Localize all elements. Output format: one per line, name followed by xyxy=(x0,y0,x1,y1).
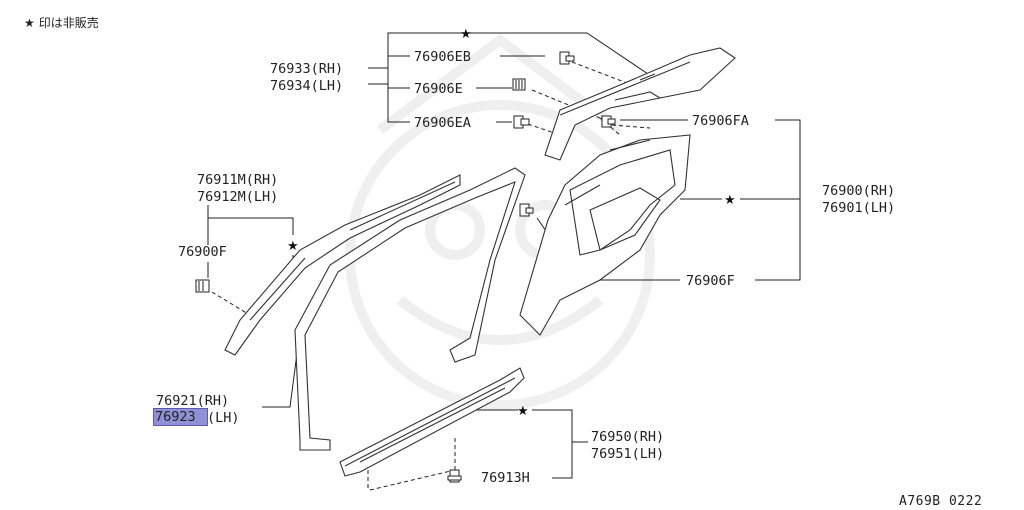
upper-rear-pillar-trim xyxy=(544,47,736,161)
clip-76913H-icon xyxy=(447,469,462,483)
legend: ★印は非販売 xyxy=(24,14,99,31)
label-76923-lh: (LH) xyxy=(207,410,240,426)
label-76906EB: 76906EB xyxy=(414,49,471,65)
label-76921: 76921(RH) xyxy=(156,393,229,409)
clip-76906FA-icon xyxy=(601,115,616,128)
leader-lines xyxy=(207,32,801,491)
highlighted-part-76923[interactable] xyxy=(153,408,208,426)
label-76901: 76901(LH) xyxy=(822,200,895,216)
clips xyxy=(195,51,616,483)
label-76912M: 76912M(LH) xyxy=(197,189,278,205)
label-76900F: 76900F xyxy=(178,244,227,260)
legend-text: 印は非販売 xyxy=(38,16,99,30)
label-76923[interactable]: 76923 xyxy=(155,409,196,425)
star-markers: ★ ★ ★ ★ xyxy=(287,27,736,419)
clip-76906EA-icon xyxy=(513,115,530,129)
diagram-code: A769B 0222 xyxy=(899,494,983,509)
clip-76900F-icon xyxy=(195,279,210,293)
star-icon: ★ xyxy=(517,404,529,419)
star-icon: ★ xyxy=(287,239,299,254)
label-76906EA: 76906EA xyxy=(414,115,471,131)
front-pillar-trim xyxy=(224,174,461,356)
label-76950: 76950(RH) xyxy=(591,429,664,445)
star-icon: ★ xyxy=(24,16,35,30)
door-weatherstrip xyxy=(294,167,526,451)
part-labels: 76933(RH) 76934(LH) 76906EB 76906E 76906… xyxy=(156,49,895,486)
clip-76906F-icon xyxy=(519,203,534,217)
label-76951: 76951(LH) xyxy=(591,446,664,462)
label-76913H: 76913H xyxy=(481,470,530,486)
clip-76906EB-icon xyxy=(559,51,575,65)
label-76906F: 76906F xyxy=(686,273,735,289)
label-76906FA: 76906FA xyxy=(692,113,749,129)
star-icon: ★ xyxy=(724,193,736,208)
parts xyxy=(224,47,736,477)
label-76906E: 76906E xyxy=(414,81,463,97)
label-76934: 76934(LH) xyxy=(270,78,343,94)
label-76933: 76933(RH) xyxy=(270,61,343,77)
label-76911M: 76911M(RH) xyxy=(197,172,278,188)
label-76900: 76900(RH) xyxy=(822,183,895,199)
clip-76906E-icon xyxy=(512,78,526,91)
star-icon: ★ xyxy=(460,27,472,42)
